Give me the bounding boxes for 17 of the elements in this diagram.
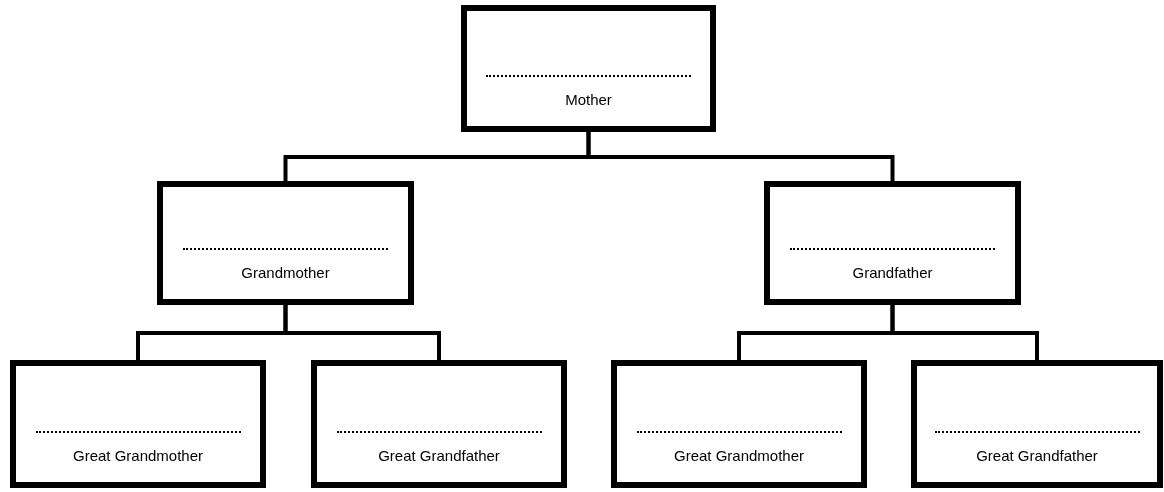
name-box (10, 360, 266, 488)
name-box (311, 360, 567, 488)
name-box (157, 181, 414, 305)
connector-line (586, 132, 895, 181)
person-label: Great Grandfather (378, 447, 500, 466)
name-box (911, 360, 1163, 488)
person-label: Mother (565, 91, 612, 110)
person-label: Great Grandfather (976, 447, 1098, 466)
name-box (764, 181, 1021, 305)
connector-line (283, 305, 441, 360)
connector-line (890, 305, 1039, 360)
name-box (461, 5, 716, 132)
person-label: Great Grandmother (673, 447, 805, 466)
name-box (611, 360, 867, 488)
person-label: Grandfather (852, 264, 933, 283)
person-label: Great Grandmother (72, 447, 204, 466)
person-label: Grandmother (241, 264, 330, 283)
